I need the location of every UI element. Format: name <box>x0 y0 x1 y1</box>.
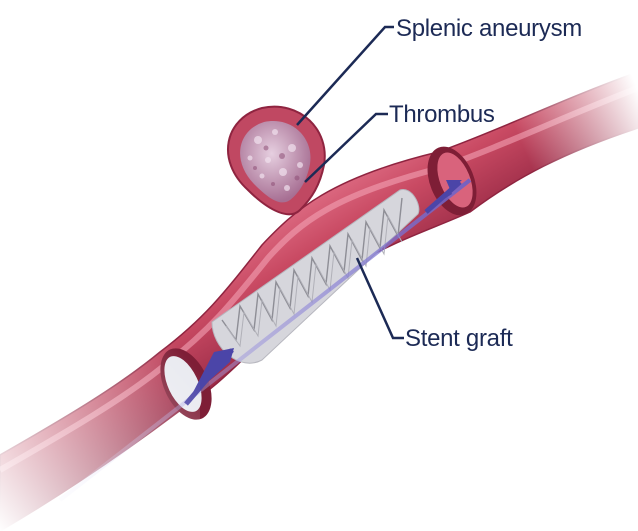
leader-aneurysm <box>297 27 394 125</box>
label-thrombus: Thrombus <box>389 101 495 128</box>
label-stent-graft: Stent graft <box>405 325 513 352</box>
label-splenic-aneurysm: Splenic aneurysm <box>396 15 582 42</box>
splenic-aneurysm <box>228 107 325 215</box>
leader-stent <box>357 258 404 338</box>
